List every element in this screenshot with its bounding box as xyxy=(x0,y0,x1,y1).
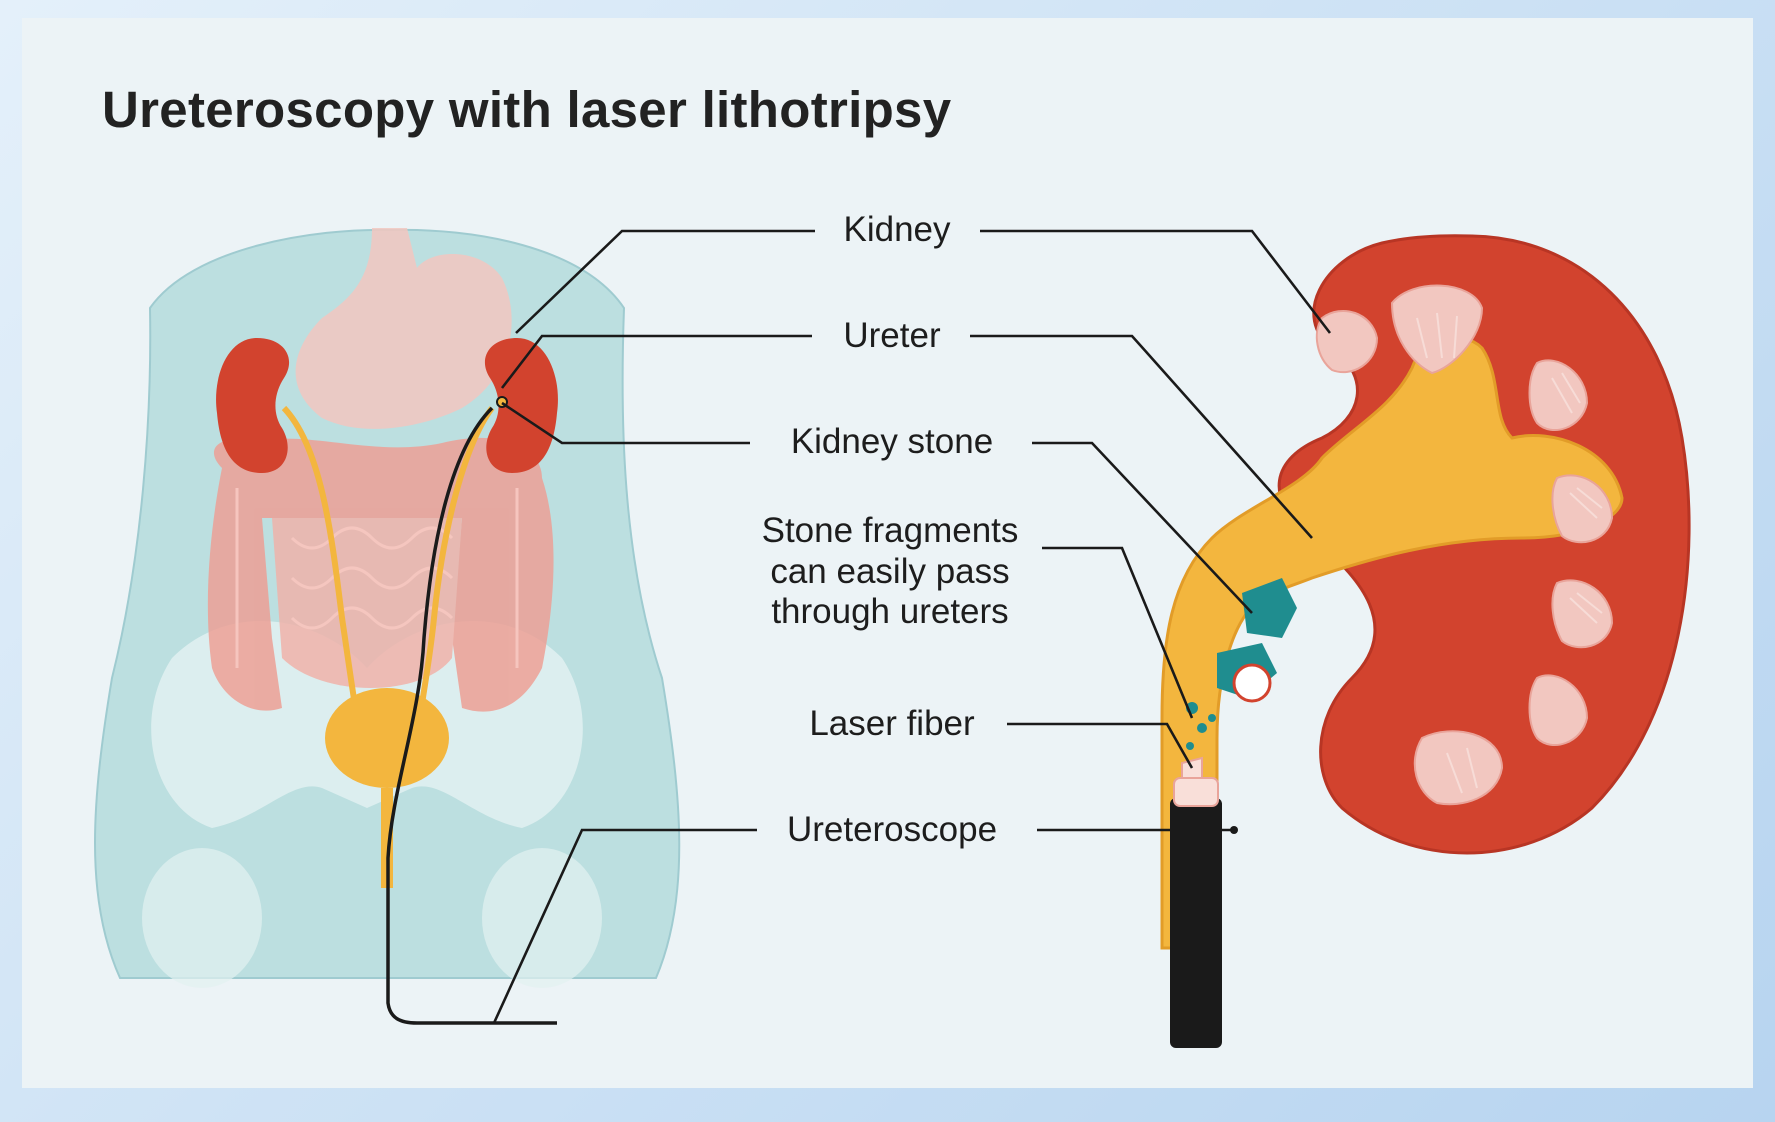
leader-laser xyxy=(1007,722,1194,769)
label-fragments-line2: can easily pass xyxy=(770,551,1010,591)
label-kidney: Kidney xyxy=(843,210,951,249)
calyx-striations xyxy=(1416,312,1603,794)
leader-kidney-right xyxy=(980,229,1332,334)
laser-flash xyxy=(1232,663,1272,703)
renal-calyces xyxy=(1315,284,1614,806)
hip-left xyxy=(142,848,262,988)
label-stone-fragments: Stone fragments can easily pass through … xyxy=(762,511,1019,633)
leader-kidney-left xyxy=(515,229,815,334)
figure-title: Ureteroscopy with laser lithotripsy xyxy=(102,81,952,138)
body-overview xyxy=(94,228,681,1025)
leader-stone-left xyxy=(501,401,750,445)
right-kidney xyxy=(484,338,558,473)
leader-scope-left xyxy=(492,828,757,1024)
intestine-folds xyxy=(235,488,519,668)
leader-stone-right xyxy=(1032,441,1253,614)
ureteroscope-tip xyxy=(1173,777,1219,807)
label-kidney-stone: Kidney stone xyxy=(790,422,994,461)
label-fragments-line3: through ureters xyxy=(771,592,1009,632)
bladder xyxy=(325,688,449,788)
left-kidney xyxy=(216,338,290,473)
leader-fragments xyxy=(1042,546,1194,719)
figure-panel: Ureteroscopy with laser lithotripsy xyxy=(22,18,1753,1088)
intestines xyxy=(207,437,554,712)
label-laser-fiber: Laser fiber xyxy=(809,704,975,743)
scope-pointer-dot xyxy=(1230,826,1238,834)
kidney-closeup xyxy=(1160,234,1691,1048)
scope-cable xyxy=(386,406,557,1025)
right-ureter xyxy=(417,406,495,719)
leader-ureter-left xyxy=(500,334,812,389)
label-fragments-line1: Stone fragments xyxy=(761,511,1019,550)
diagram-art xyxy=(94,228,1691,1048)
kidney-stone xyxy=(1242,578,1297,638)
label-ureteroscope: Ureteroscope xyxy=(786,810,998,849)
label-ureter: Ureter xyxy=(843,316,941,355)
left-ureter xyxy=(281,405,360,719)
leader-lines xyxy=(492,229,1332,1024)
stomach xyxy=(295,228,512,429)
leader-ureter-right xyxy=(970,334,1313,539)
ureteroscope-body xyxy=(1170,798,1222,1048)
